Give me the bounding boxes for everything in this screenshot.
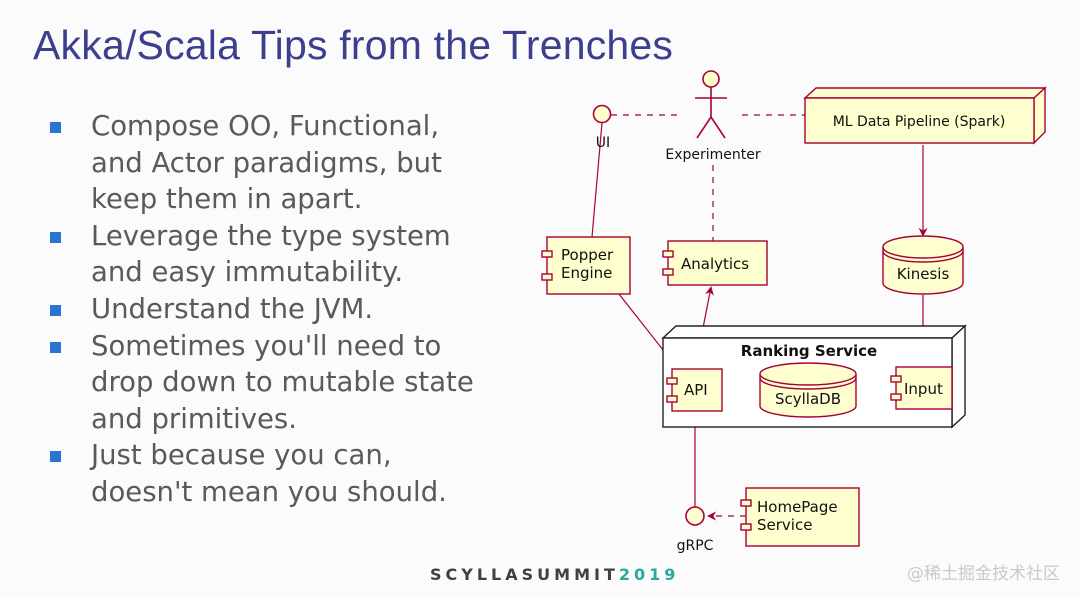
edge-ui-popper: [591, 122, 603, 238]
footer-brand: SCYLLASUMMIT: [430, 565, 619, 584]
grpc-interface: gRPC: [677, 506, 714, 554]
kinesis-label: Kinesis: [897, 265, 950, 283]
watermark: @稀土掘金技术社区: [907, 564, 1060, 584]
scylladb-database: [759, 362, 857, 418]
grpc-label: gRPC: [677, 538, 714, 554]
bullet-item: Understand the JVM.: [50, 291, 540, 328]
experimenter-label: Experimenter: [665, 147, 761, 163]
api-component: [666, 368, 723, 412]
footer-year: 2019: [618, 565, 680, 584]
footer-logo: SCYLLASUMMIT2019: [430, 565, 679, 584]
homepage-label-line1: HomePage: [757, 498, 838, 516]
bullet-square-icon: [50, 231, 61, 243]
api-label: API: [684, 381, 708, 399]
popper-label-line1: Popper: [561, 246, 614, 264]
ui-label: UI: [596, 135, 610, 151]
kinesis-database: [882, 235, 964, 295]
homepage-label-line2: Service: [757, 516, 812, 534]
bullet-item: Just because you can,doesn't mean you sh…: [50, 437, 540, 510]
analytics-component: [662, 240, 768, 286]
scylladb-label: ScyllaDB: [775, 390, 841, 408]
bullet-list: Compose OO, Functional,and Actor paradig…: [50, 108, 540, 511]
homepage-component: [740, 487, 860, 547]
ranking-service-label: Ranking Service: [741, 342, 877, 360]
input-label: Input: [904, 380, 943, 398]
pipeline-label: ML Data Pipeline (Spark): [833, 114, 1006, 130]
connectors: [591, 114, 928, 521]
analytics-label: Analytics: [681, 255, 749, 273]
bullet-item: Compose OO, Functional,and Actor paradig…: [50, 108, 540, 218]
bullet-square-icon: [50, 451, 61, 463]
experimenter-actor-icon: [695, 70, 727, 139]
bullet-square-icon: [50, 122, 61, 133]
bullet-square-icon: [50, 304, 61, 316]
pipeline-node: [803, 86, 1047, 145]
input-component: [890, 366, 953, 410]
popper-label-line2: Engine: [561, 264, 612, 282]
popper-component: [541, 236, 631, 295]
bullet-square-icon: [50, 341, 61, 353]
slide-title: Akka/Scala Tips from the Trenches: [33, 22, 674, 68]
ui-interface: UI: [592, 104, 612, 151]
